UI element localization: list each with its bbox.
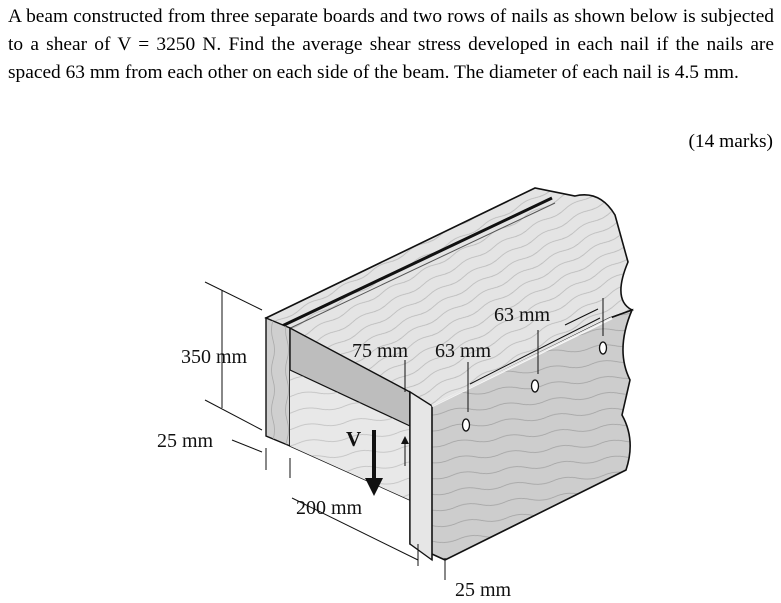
- flange-thickness-label: 25 mm: [157, 430, 214, 452]
- nail-spacing-left-label: 63 mm: [435, 340, 492, 362]
- dimension-lines: [204, 281, 604, 580]
- nail-head: [530, 379, 540, 393]
- nail-spacing-right-label: 63 mm: [494, 304, 551, 326]
- front-web-board: [409, 308, 634, 562]
- problem-statement: A beam constructed from three separate b…: [8, 6, 774, 83]
- marks-label: (14 marks): [688, 131, 773, 152]
- nail-row: [461, 341, 608, 432]
- nail-head: [598, 341, 608, 355]
- reaction-arrow: [401, 436, 409, 466]
- shear-arrow: [365, 430, 383, 496]
- height-label: 350 mm: [181, 346, 248, 368]
- web-thickness-label: 25 mm: [455, 579, 512, 601]
- web-spacing-label: 75 mm: [352, 340, 409, 362]
- top-board-end: [265, 316, 291, 448]
- shear-label: V: [346, 427, 361, 451]
- width-label: 200 mm: [296, 497, 363, 519]
- left-web-section: [289, 326, 411, 502]
- nail-head: [461, 418, 471, 432]
